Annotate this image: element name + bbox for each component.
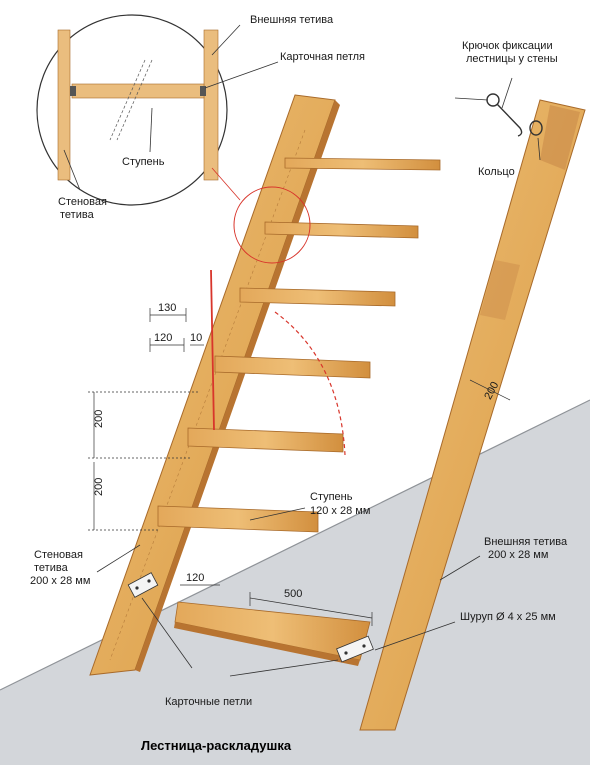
label-outer-stringer-inset: Внешняя тетива bbox=[250, 14, 334, 26]
hinge-right-screw-2 bbox=[362, 644, 366, 648]
outer-stringer bbox=[359, 99, 586, 731]
label-step-2: 120 х 28 мм bbox=[310, 505, 370, 517]
dim-text-10: 10 bbox=[190, 332, 202, 344]
label-step-1: Ступень bbox=[310, 491, 353, 503]
label-wall-stringer-inset-2: тетива bbox=[60, 209, 95, 221]
hook bbox=[454, 93, 523, 137]
detail-marker bbox=[233, 186, 311, 264]
outer-stringer-stain bbox=[540, 105, 580, 170]
label-step-inset: Ступень bbox=[122, 156, 165, 168]
dim-200-lower bbox=[88, 462, 160, 531]
step-1 bbox=[284, 157, 441, 171]
hinge-left-screw-1 bbox=[135, 586, 139, 590]
dim-120-top bbox=[149, 338, 185, 352]
hinge-left bbox=[127, 572, 159, 598]
outer-stringer-stain-2 bbox=[480, 260, 520, 320]
detail-inset bbox=[36, 14, 228, 206]
label-card-hinges: Карточные петли bbox=[165, 696, 252, 708]
wall-floor-line bbox=[0, 399, 590, 691]
dim-text-120-top: 120 bbox=[154, 332, 172, 344]
ring bbox=[529, 120, 543, 136]
dim-500 bbox=[249, 592, 373, 626]
label-outer-stringer-2: 200 х 28 мм bbox=[488, 549, 548, 561]
step-3 bbox=[239, 287, 396, 307]
dim-text-200-upper: 200 bbox=[93, 410, 105, 428]
dim-text-500: 500 bbox=[284, 588, 302, 600]
dim-text-130: 130 bbox=[158, 302, 176, 314]
label-wall-stringer-1: Стеновая bbox=[34, 549, 83, 561]
label-wall-stringer-3: 200 х 28 мм bbox=[30, 575, 90, 587]
step-loose-edge bbox=[174, 622, 360, 666]
caption: Лестница-раскладушка bbox=[141, 738, 292, 753]
dim-text-120-bottom: 120 bbox=[186, 572, 204, 584]
hinge-right-screw-1 bbox=[344, 651, 348, 655]
step-2 bbox=[264, 221, 419, 239]
hinge-left-screw-2 bbox=[147, 579, 151, 583]
label-ring: Кольцо bbox=[478, 166, 515, 178]
dim-200-upper bbox=[88, 391, 200, 459]
label-card-hinge: Карточная петля bbox=[280, 51, 365, 63]
wall-stringer-grain bbox=[109, 129, 306, 661]
detail-connector bbox=[211, 167, 241, 201]
dim-130 bbox=[149, 308, 187, 322]
steps bbox=[157, 157, 441, 666]
label-screw: Шуруп Ø 4 х 25 мм bbox=[460, 611, 556, 623]
label-hook-2: лестницы у стены bbox=[466, 53, 558, 65]
dim-text-200-lower: 200 bbox=[93, 478, 105, 496]
wall-stringer-edge bbox=[135, 100, 340, 672]
label-wall-stringer-2: тетива bbox=[34, 562, 69, 574]
label-hook-1: Крючок фиксации bbox=[462, 40, 553, 52]
red-swing-arc bbox=[274, 311, 346, 456]
step-5 bbox=[187, 427, 344, 453]
label-outer-stringer-1: Внешняя тетива bbox=[484, 536, 568, 548]
red-vertical-guide bbox=[210, 269, 215, 431]
dim-200-outer bbox=[469, 379, 511, 401]
step-6 bbox=[157, 505, 319, 533]
hinge-right bbox=[336, 635, 374, 663]
label-wall-stringer-inset-1: Стеновая bbox=[58, 196, 107, 208]
